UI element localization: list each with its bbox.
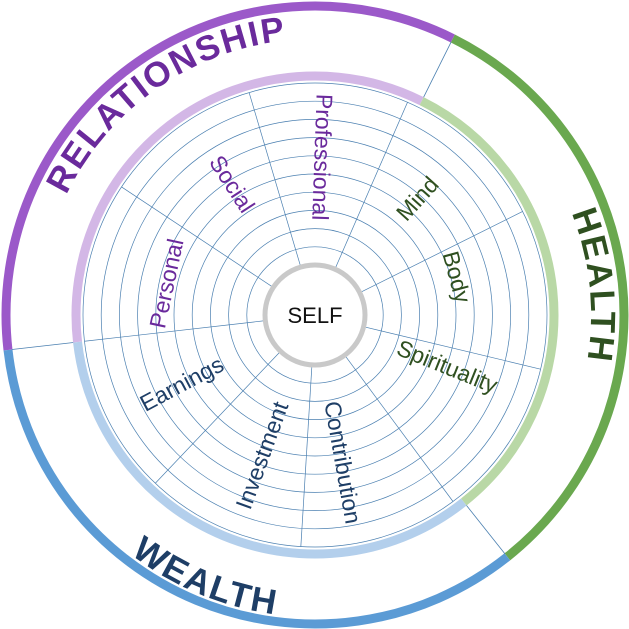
segment-spoke	[334, 102, 408, 270]
scale-ring	[119, 119, 511, 511]
scale-ring	[155, 155, 475, 475]
outer-arc-relationship	[1, 1, 455, 351]
scale-ring	[100, 100, 530, 530]
segment-spoke	[155, 351, 281, 484]
scale-ring	[173, 173, 457, 457]
inner-arc-health	[419, 97, 559, 506]
scale-ring	[246, 246, 384, 384]
scale-ring	[191, 191, 439, 439]
outer-arc-wealth	[3, 349, 511, 629]
boundary-line-wealth	[465, 504, 506, 554]
center-label: SELF	[287, 303, 342, 328]
scale-ring	[228, 228, 402, 402]
center-ring	[262, 262, 368, 368]
category-inner-arcs	[71, 71, 559, 559]
segment-spokes	[84, 92, 541, 547]
boundary-line-health	[423, 41, 452, 98]
outer-arc-health	[450, 34, 629, 561]
segment-spoke	[121, 186, 274, 288]
segment-spoke	[84, 320, 266, 342]
segment-spoke	[300, 364, 313, 547]
segment-spoke	[344, 354, 454, 502]
scale-ring	[210, 210, 420, 420]
segment-spoke	[359, 211, 523, 294]
segment-label-professional: Professional	[307, 93, 337, 220]
segment-spoke	[363, 326, 541, 370]
inner-arc-wealth	[73, 341, 467, 559]
boundary-line-relationship	[11, 342, 74, 350]
category-boundary-lines	[11, 41, 506, 554]
inner-arc-relationship	[71, 71, 424, 343]
scale-ring	[82, 82, 548, 548]
segment-spoke	[248, 92, 302, 268]
scale-ring	[137, 137, 493, 493]
